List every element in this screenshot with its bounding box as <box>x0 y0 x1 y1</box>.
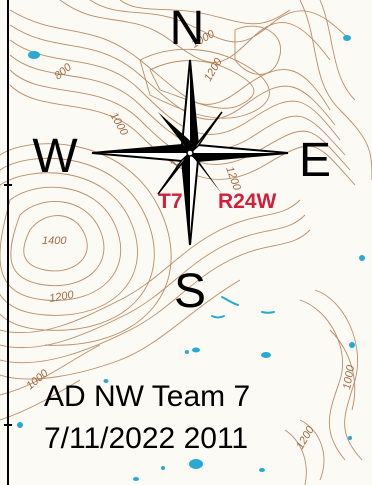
compass-east-label: E <box>299 134 331 187</box>
stream-segments <box>211 296 275 319</box>
water-features <box>17 35 365 481</box>
contour-label: 1000 <box>341 363 357 390</box>
compass-west-label: W <box>32 130 78 183</box>
caption-date-time: 7/11/2022 2011 <box>44 422 249 455</box>
contour-label: 1400 <box>42 235 67 247</box>
caption-team-label: AD NW Team 7 <box>44 380 251 413</box>
township-range-label: T7 R24W <box>158 190 277 213</box>
map-frame-edge <box>4 0 12 485</box>
range-label: R24W <box>218 190 277 213</box>
compass-south-label: S <box>174 265 206 318</box>
compass-rose-icon <box>91 59 289 246</box>
compass-north-label: N <box>170 2 205 55</box>
compass-letters: N S W E <box>32 2 331 318</box>
contour-label: 1200 <box>48 289 75 305</box>
township-label: T7 <box>158 190 183 213</box>
